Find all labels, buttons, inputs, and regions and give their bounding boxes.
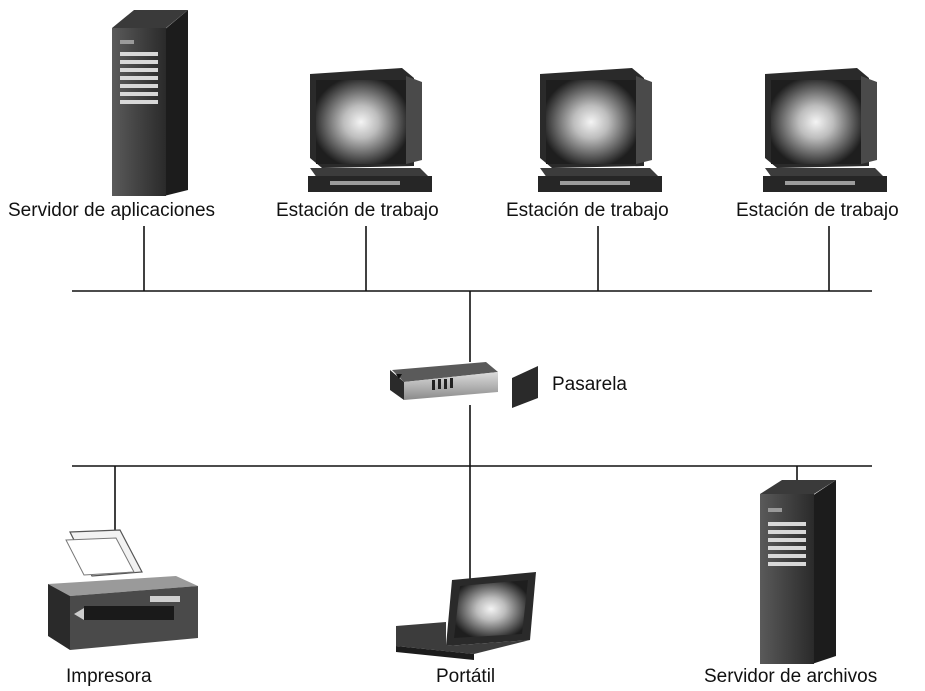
app-server-label: Servidor de aplicaciones	[8, 200, 216, 221]
desktop-computer-icon	[308, 68, 432, 192]
laptop-icon	[396, 572, 536, 660]
gateway-label: Pasarela	[552, 374, 627, 395]
printer-icon	[48, 529, 198, 650]
gateway-router-icon	[390, 362, 538, 408]
tower-server-icon	[112, 10, 188, 196]
desktop-computer-icon	[538, 68, 662, 192]
workstation-1-label: Estación de trabajo	[276, 200, 439, 221]
network-links	[72, 226, 872, 598]
workstation-2-label: Estación de trabajo	[506, 200, 669, 221]
tower-server-icon	[760, 480, 836, 664]
desktop-computer-icon	[763, 68, 887, 192]
laptop-label: Portátil	[436, 666, 496, 687]
workstation-3-label: Estación de trabajo	[736, 200, 899, 221]
file-server-label: Servidor de archivos	[704, 666, 878, 687]
printer-label: Impresora	[66, 666, 152, 687]
